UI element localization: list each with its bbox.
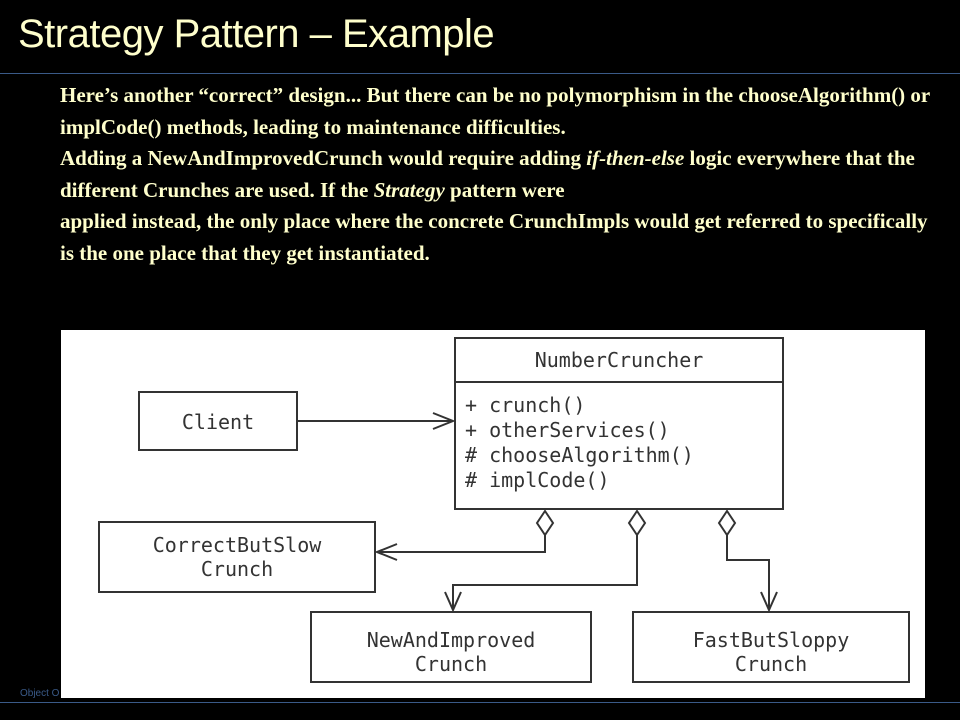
association-line-fast-but-sloppy xyxy=(726,535,770,610)
number-cruncher-name: NumberCruncher xyxy=(535,348,704,372)
slide-footer: Object O xyxy=(20,688,60,699)
title-divider xyxy=(0,73,960,74)
slide-body: Here’s another “correct” design... But t… xyxy=(60,80,940,269)
new-and-improved-label-1: NewAndImproved xyxy=(367,628,536,652)
correct-but-slow-label-1: CorrectButSlow xyxy=(153,533,323,557)
body-text-2c: pattern were xyxy=(444,177,565,202)
fast-but-sloppy-label-1: FastButSloppy xyxy=(693,628,850,652)
aggregation-diamond-1 xyxy=(535,509,555,537)
number-cruncher-box xyxy=(454,337,784,510)
client-association-arrowhead xyxy=(432,412,456,430)
body-text-2b: logic everywhere that the different Crun… xyxy=(60,146,915,202)
uml-diagram: NumberCruncher + crunch() + otherService… xyxy=(61,330,925,698)
body-paragraph-3: applied instead, the only place where th… xyxy=(60,206,940,269)
client-label: Client xyxy=(182,410,254,434)
body-text-3: applied instead, the only place where th… xyxy=(60,209,928,265)
body-paragraph-1: Here’s another “correct” design... But t… xyxy=(60,80,940,143)
new-and-improved-label-2: Crunch xyxy=(415,652,487,676)
fast-but-sloppy-box xyxy=(632,611,910,683)
association-line-correct-but-slow xyxy=(377,535,546,553)
new-and-improved-box xyxy=(310,611,592,683)
association-line-new-and-improved xyxy=(452,535,638,610)
arrowhead-fast-but-sloppy xyxy=(760,591,778,613)
slide-title: Strategy Pattern – Example xyxy=(18,12,495,56)
aggregation-diamond-2 xyxy=(627,509,647,537)
uml-diagram-svg: NumberCruncher + crunch() + otherService… xyxy=(98,337,910,683)
method-other-services: + otherServices() xyxy=(465,418,670,442)
body-text-1: Here’s another “correct” design... But t… xyxy=(60,83,930,139)
method-choose-algorithm: # chooseAlgorithm() xyxy=(465,443,694,467)
aggregation-diamond-3 xyxy=(717,509,737,537)
method-crunch: + crunch() xyxy=(465,393,585,417)
arrowhead-correct-but-slow xyxy=(374,543,398,561)
correct-but-slow-label-2: Crunch xyxy=(201,557,273,581)
fast-but-sloppy-label-2: Crunch xyxy=(735,652,807,676)
body-text-2a: Adding a NewAndImprovedCrunch would requ… xyxy=(60,146,587,170)
arrowhead-new-and-improved xyxy=(444,591,462,613)
footer-divider xyxy=(0,702,960,703)
correct-but-slow-box xyxy=(98,521,376,593)
body-emphasis-strategy: Strategy xyxy=(373,177,445,202)
body-paragraph-2: Adding a NewAndImprovedCrunch would requ… xyxy=(60,143,940,206)
body-emphasis-if-then-else: if-then-else xyxy=(586,146,685,170)
method-impl-code: # implCode() xyxy=(465,468,610,492)
